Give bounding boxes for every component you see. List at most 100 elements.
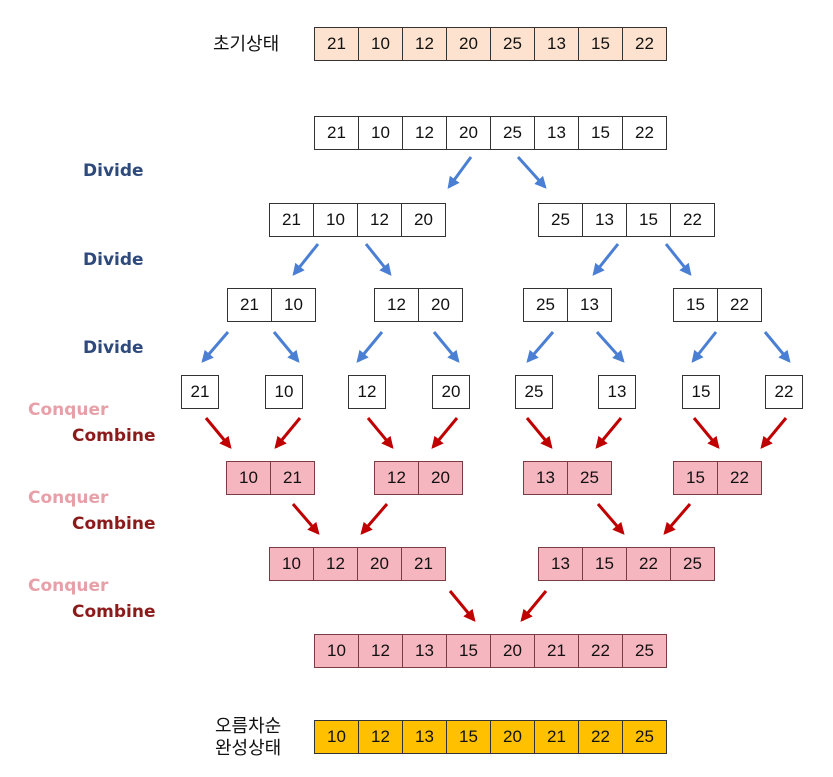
array-cell: 15 xyxy=(682,375,720,409)
array-cell: 22 xyxy=(578,720,623,754)
array-cell: 13 xyxy=(582,203,627,237)
array-cell: 21 xyxy=(269,203,314,237)
array-cell: 13 xyxy=(538,547,583,581)
array-cell: 13 xyxy=(534,116,579,150)
array-cell: 12 xyxy=(357,203,402,237)
combine-label-1: Combine xyxy=(72,426,156,446)
divide-arrow xyxy=(763,331,791,363)
conquer-label-3: Conquer xyxy=(28,576,109,596)
combine-arrow xyxy=(596,503,625,535)
combine-arrow xyxy=(366,417,394,449)
array-cell: 20 xyxy=(432,375,470,409)
combine-arrow xyxy=(520,590,548,622)
array-cell: 21 xyxy=(227,288,272,322)
divide-arrow xyxy=(201,331,230,363)
combine-arrow xyxy=(431,417,459,449)
array-cell: 22 xyxy=(670,203,715,237)
array-cell: 21 xyxy=(314,116,359,150)
divide-arrow xyxy=(664,243,692,276)
array-cell: 13 xyxy=(598,375,636,409)
array-cell: 10 xyxy=(314,720,359,754)
initial-state-label: 초기상태 xyxy=(213,34,280,55)
array-cell: 22 xyxy=(717,461,762,495)
array-cell: 10 xyxy=(271,288,316,322)
array-cell: 20 xyxy=(357,547,402,581)
divide-label-3: Divide xyxy=(83,338,144,358)
array-cell: 25 xyxy=(670,547,715,581)
array-cell: 15 xyxy=(446,634,491,668)
combine-arrow xyxy=(692,417,720,449)
array-cell: 25 xyxy=(490,116,535,150)
divide-arrow xyxy=(447,156,473,189)
array-cell: 21 xyxy=(181,375,219,409)
divide-arrow xyxy=(272,331,300,363)
combine-arrow xyxy=(274,417,302,449)
array-cell: 15 xyxy=(578,116,623,150)
combine-arrow xyxy=(204,417,232,449)
array-cell: 20 xyxy=(446,27,491,61)
single-element-array: 13 xyxy=(598,375,636,409)
array-cell: 10 xyxy=(314,634,359,668)
array-cell: 25 xyxy=(523,288,568,322)
single-element-array: 21 xyxy=(181,375,219,409)
array-cell: 10 xyxy=(265,375,303,409)
array-cell: 22 xyxy=(622,27,667,61)
single-element-array: 20 xyxy=(432,375,470,409)
combine-arrow xyxy=(525,417,553,449)
array-cell: 15 xyxy=(673,461,718,495)
array-cell: 22 xyxy=(626,547,671,581)
array-cell: 25 xyxy=(515,375,553,409)
combine-label-2: Combine xyxy=(72,514,156,534)
combine-arrow xyxy=(663,503,692,535)
array-cell: 12 xyxy=(348,375,386,409)
array-cell: 22 xyxy=(622,116,667,150)
array-cell: 12 xyxy=(358,634,403,668)
array-cell: 10 xyxy=(358,116,403,150)
divide-arrow xyxy=(292,243,320,276)
array-cell: 22 xyxy=(717,288,762,322)
divide-label-1: Divide xyxy=(83,161,144,181)
array-cell: 20 xyxy=(446,116,491,150)
conquer-label-2: Conquer xyxy=(28,488,109,508)
divide-arrow xyxy=(356,331,384,363)
divide-arrow xyxy=(432,331,460,363)
array-cell: 15 xyxy=(582,547,627,581)
array-cell: 10 xyxy=(226,461,271,495)
array-cell: 21 xyxy=(314,27,359,61)
array-cell: 10 xyxy=(358,27,403,61)
divide-arrow xyxy=(516,155,547,189)
array-cell: 25 xyxy=(567,461,612,495)
array-cell: 12 xyxy=(402,27,447,61)
divide-arrow xyxy=(691,331,718,363)
conquer-label-1: Conquer xyxy=(28,400,109,420)
combine-arrow xyxy=(760,417,788,449)
array-cell: 12 xyxy=(313,547,358,581)
array-cell: 13 xyxy=(523,461,568,495)
array-cell: 21 xyxy=(270,461,315,495)
single-element-array: 22 xyxy=(765,375,803,409)
array-cell: 12 xyxy=(374,461,419,495)
array-cell: 20 xyxy=(490,720,535,754)
divide-arrow xyxy=(364,243,392,276)
array-cell: 15 xyxy=(446,720,491,754)
array-cell: 10 xyxy=(269,547,314,581)
combine-arrow xyxy=(291,503,320,535)
array-cell: 20 xyxy=(490,634,535,668)
array-cell: 15 xyxy=(578,27,623,61)
array-cell: 10 xyxy=(313,203,358,237)
combine-arrow xyxy=(448,590,476,622)
array-cell: 13 xyxy=(402,720,447,754)
